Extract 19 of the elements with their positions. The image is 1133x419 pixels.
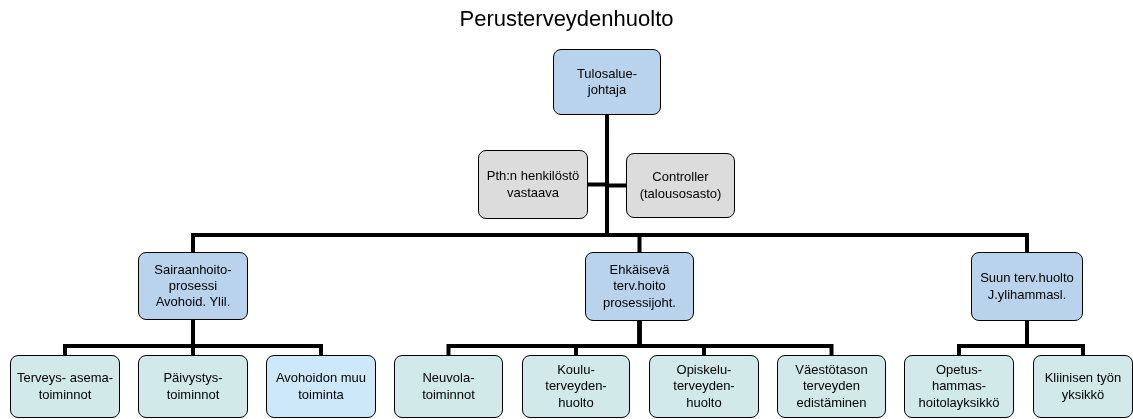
org-box: Tulosalue- johtaja bbox=[553, 49, 661, 115]
org-box: Ehkäisevä terv.hoito prosessijoht. bbox=[585, 252, 694, 321]
org-box: Opetus- hammas- hoitolayksikkö bbox=[904, 355, 1014, 418]
org-box: Suun terv.huolto J.ylihammasl. bbox=[971, 252, 1083, 321]
connector-line bbox=[637, 321, 834, 355]
org-box: Väestötason terveyden edistäminen bbox=[777, 355, 886, 418]
org-box: Neuvola- toiminnot bbox=[394, 355, 503, 418]
org-box: Koulu- terveyden- huolto bbox=[522, 355, 630, 418]
org-box: Controller (talousosasto) bbox=[626, 153, 735, 218]
org-box: Pth:n henkilöstö vastaava bbox=[478, 150, 588, 219]
org-box: Päivystys- toiminnot bbox=[138, 355, 248, 418]
org-box: Sairaanhoito- prosessi Avohoid. Ylil. bbox=[138, 252, 248, 320]
org-box: Avohoidon muu toiminta bbox=[266, 355, 376, 418]
connector-line bbox=[1025, 321, 1085, 355]
org-box: Terveys- asema- toiminnot bbox=[10, 355, 120, 418]
connector-line bbox=[605, 115, 1029, 252]
org-box: Kliinisen työn yksikkö bbox=[1033, 355, 1133, 418]
org-box: Opiskelu- terveyden- huolto bbox=[649, 355, 759, 418]
diagram-title: Perusterveydenhuolto bbox=[458, 6, 675, 32]
